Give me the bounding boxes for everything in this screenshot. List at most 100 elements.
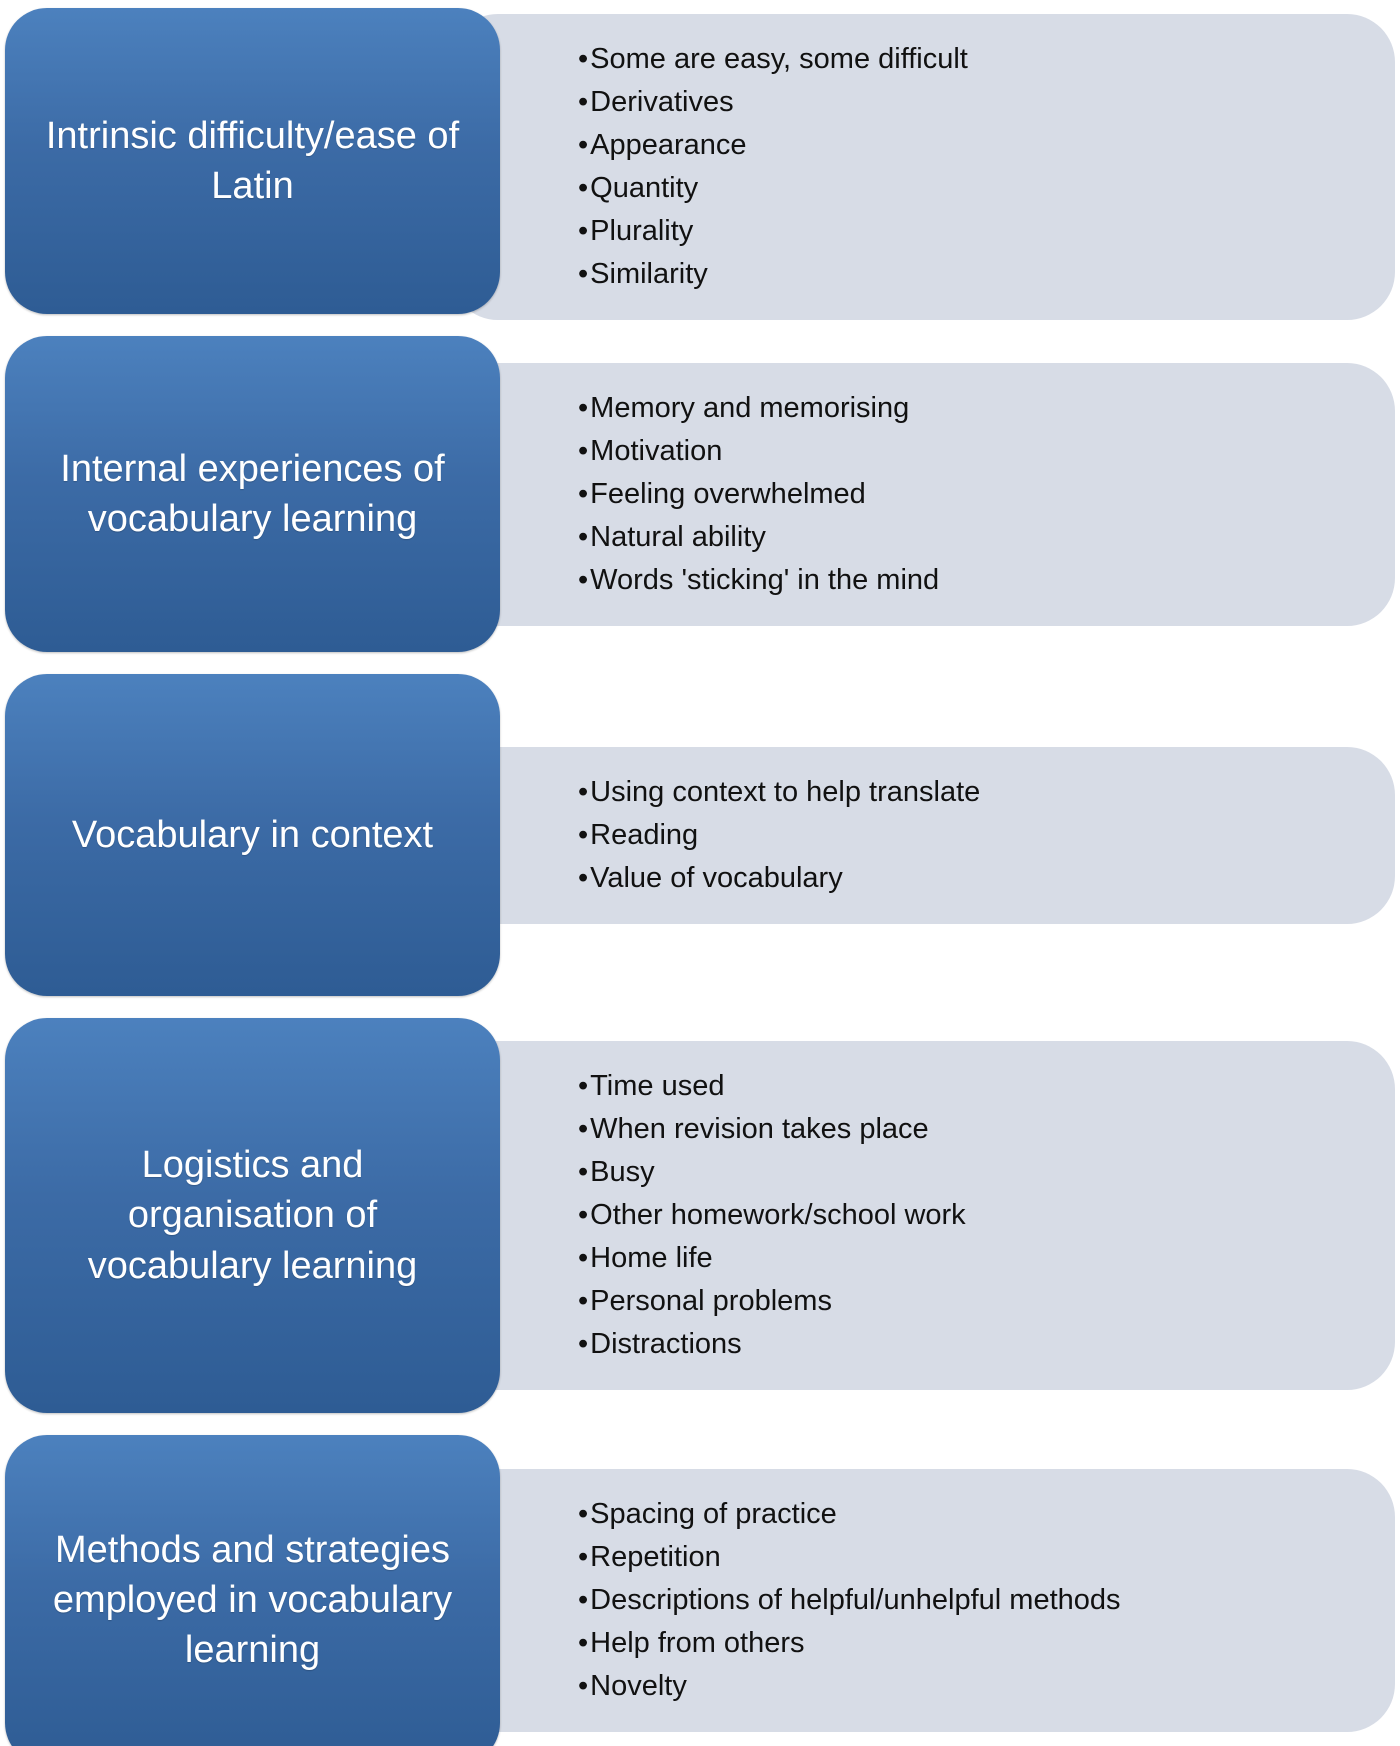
bullet-text: Home life <box>590 1242 713 1274</box>
bullets-panel: •Some are easy, some difficult•Derivativ… <box>450 14 1395 320</box>
category-box: Logistics and organisation of vocabulary… <box>5 1018 500 1413</box>
diagram-row: Vocabulary in context •Using context to … <box>5 674 1395 996</box>
bullet-text: Natural ability <box>590 520 766 553</box>
category-box: Vocabulary in context <box>5 674 500 996</box>
bullet-item: •Plurality <box>578 210 1365 253</box>
bullet-item: •Novelty <box>578 1665 1365 1708</box>
bullet-list: •Memory and memorising•Motivation•Feelin… <box>578 387 1365 602</box>
bullet-text: Repetition <box>590 1540 721 1573</box>
bullet-item: •Memory and memorising <box>578 387 1365 430</box>
bullet-item: •Descriptions of helpful/unhelpful metho… <box>578 1579 1365 1622</box>
bullet-text: Reading <box>590 818 699 851</box>
category-box: Intrinsic difficulty/ease of Latin <box>5 8 500 314</box>
category-label: Methods and strategies employed in vocab… <box>52 1528 453 1672</box>
bullet-icon: • <box>578 129 589 161</box>
bullet-icon: • <box>578 391 589 424</box>
bullets-panel: •Time used•When revision takes place•Bus… <box>450 1041 1395 1390</box>
bullet-icon: • <box>578 1156 589 1188</box>
bullet-text: Other homework/school work <box>590 1199 966 1231</box>
bullet-icon: • <box>578 477 589 510</box>
bullet-text: Appearance <box>590 129 747 161</box>
bullet-icon: • <box>578 1497 589 1530</box>
bullet-text: Time used <box>590 1070 725 1102</box>
bullet-icon: • <box>578 861 589 894</box>
bullet-item: •When revision takes place <box>578 1108 1365 1151</box>
bullet-item: •Some are easy, some difficult <box>578 38 1365 81</box>
bullet-icon: • <box>578 1669 589 1702</box>
bullet-item: •Feeling overwhelmed <box>578 473 1365 516</box>
bullet-icon: • <box>578 563 589 596</box>
bullet-text: Motivation <box>590 434 723 467</box>
category-label: Logistics and organisation of vocabulary… <box>87 1144 418 1287</box>
bullet-text: When revision takes place <box>590 1113 929 1145</box>
bullet-item: •Quantity <box>578 167 1365 210</box>
bullet-text: Similarity <box>590 258 708 290</box>
category-label: Intrinsic difficulty/ease of Latin <box>45 114 460 207</box>
bullet-icon: • <box>578 43 589 75</box>
bullet-list: •Time used•When revision takes place•Bus… <box>578 1065 1365 1366</box>
bullet-icon: • <box>578 172 589 204</box>
bullet-icon: • <box>578 1113 589 1145</box>
bullet-item: •Appearance <box>578 124 1365 167</box>
bullet-icon: • <box>578 1070 589 1102</box>
bullet-text: Distractions <box>590 1328 742 1360</box>
bullet-icon: • <box>578 775 589 808</box>
bullet-item: •Using context to help translate <box>578 771 1365 814</box>
bullet-item: •Value of vocabulary <box>578 857 1365 900</box>
category-box: Internal experiences of vocabulary learn… <box>5 336 500 652</box>
diagram-row: Intrinsic difficulty/ease of Latin •Some… <box>5 8 1395 320</box>
bullet-text: Plurality <box>590 215 694 247</box>
bullets-panel: •Spacing of practice•Repetition•Descript… <box>450 1468 1395 1732</box>
bullet-text: Value of vocabulary <box>590 861 843 894</box>
bullet-text: Derivatives <box>590 86 734 118</box>
bullet-text: Memory and memorising <box>590 391 910 424</box>
bullet-icon: • <box>578 1583 589 1616</box>
bullet-icon: • <box>578 520 589 553</box>
bullet-text: Busy <box>590 1156 655 1188</box>
bullet-list: •Spacing of practice•Repetition•Descript… <box>578 1493 1365 1708</box>
bullet-item: •Similarity <box>578 253 1365 296</box>
bullet-item: •Time used <box>578 1065 1365 1108</box>
diagram-row: Logistics and organisation of vocabulary… <box>5 1018 1395 1413</box>
bullet-icon: • <box>578 1199 589 1231</box>
bullet-item: •Motivation <box>578 430 1365 473</box>
bullet-icon: • <box>578 258 589 290</box>
bullet-list: •Some are easy, some difficult•Derivativ… <box>578 38 1365 296</box>
bullet-item: •Derivatives <box>578 81 1365 124</box>
bullet-icon: • <box>578 434 589 467</box>
bullet-icon: • <box>578 215 589 247</box>
bullet-text: Spacing of practice <box>590 1497 837 1530</box>
bullet-icon: • <box>578 1540 589 1573</box>
bullet-item: •Home life <box>578 1237 1365 1280</box>
bullet-item: •Spacing of practice <box>578 1493 1365 1536</box>
category-label: Vocabulary in context <box>71 813 434 856</box>
category-box: Methods and strategies employed in vocab… <box>5 1435 500 1746</box>
bullet-item: •Natural ability <box>578 516 1365 559</box>
diagram-row: Methods and strategies employed in vocab… <box>5 1435 1395 1746</box>
bullet-text: Help from others <box>590 1626 805 1659</box>
bullet-text: Feeling overwhelmed <box>590 477 866 510</box>
bullet-icon: • <box>578 1285 589 1317</box>
bullet-item: •Other homework/school work <box>578 1194 1365 1237</box>
bullet-text: Descriptions of helpful/unhelpful method… <box>590 1583 1121 1616</box>
category-label: Internal experiences of vocabulary learn… <box>60 447 445 540</box>
bullet-text: Quantity <box>590 172 699 204</box>
bullet-item: •Repetition <box>578 1536 1365 1579</box>
bullets-panel: •Memory and memorising•Motivation•Feelin… <box>450 362 1395 626</box>
bullet-item: •Reading <box>578 814 1365 857</box>
bullet-text: Some are easy, some difficult <box>590 43 968 75</box>
diagram-row: Internal experiences of vocabulary learn… <box>5 336 1395 652</box>
bullet-icon: • <box>578 1328 589 1360</box>
bullet-item: •Words 'sticking' in the mind <box>578 559 1365 602</box>
bullet-icon: • <box>578 1242 589 1274</box>
bullet-item: •Personal problems <box>578 1280 1365 1323</box>
bullet-item: •Distractions <box>578 1323 1365 1366</box>
bullet-item: •Help from others <box>578 1622 1365 1665</box>
bullet-list: •Using context to help translate•Reading… <box>578 771 1365 900</box>
bullet-text: Words 'sticking' in the mind <box>590 563 940 596</box>
bullet-text: Novelty <box>590 1669 687 1702</box>
bullet-text: Using context to help translate <box>590 775 981 808</box>
bullet-icon: • <box>578 86 589 118</box>
bullet-icon: • <box>578 1626 589 1659</box>
